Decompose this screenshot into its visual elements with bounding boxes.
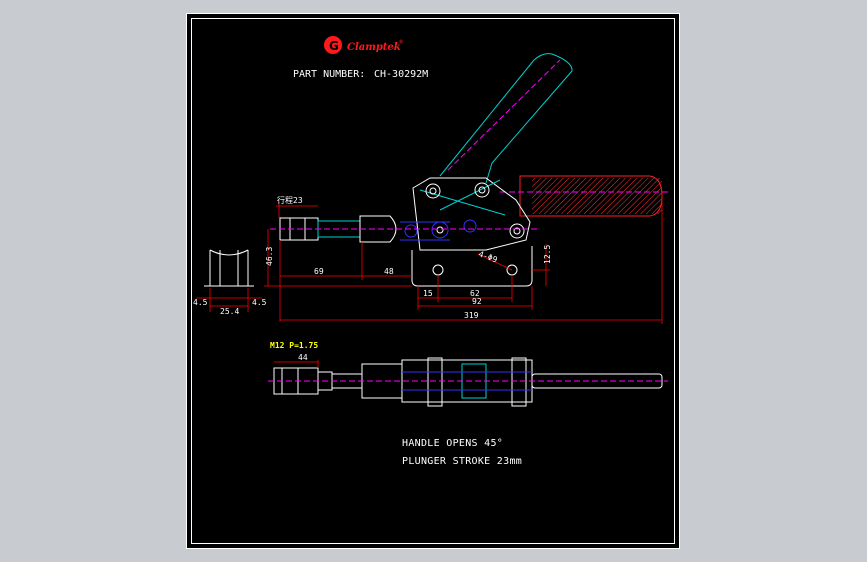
dim-thread: M12 P=1.75 bbox=[270, 341, 318, 350]
part-number-label: PART NUMBER: bbox=[293, 69, 365, 80]
logo-mark-icon bbox=[324, 36, 342, 54]
top-view bbox=[268, 357, 668, 407]
logo-name: Clamptek bbox=[347, 42, 401, 53]
base-detail bbox=[196, 249, 262, 312]
side-view bbox=[270, 53, 670, 287]
part-number-value: CH-30292M bbox=[374, 69, 428, 80]
dim-69: 69 bbox=[314, 267, 324, 276]
note-plunger-stroke: PLUNGER STROKE 23mm bbox=[402, 456, 523, 467]
mount-hole bbox=[432, 264, 444, 276]
note-handle-opens: HANDLE OPENS 45° bbox=[402, 438, 504, 449]
plunger-guide bbox=[359, 215, 397, 243]
dim-12-5: 12.5 bbox=[543, 245, 552, 264]
dim-25-4: 25.4 bbox=[220, 307, 239, 316]
linkage-body bbox=[412, 177, 531, 251]
dim-319: 319 bbox=[464, 311, 479, 320]
dim-stroke: 行程23 bbox=[277, 195, 303, 205]
pivot-pin bbox=[425, 183, 441, 199]
dim-48: 48 bbox=[384, 267, 394, 276]
side-dimensions bbox=[264, 192, 663, 324]
handle-open-outline bbox=[439, 53, 573, 184]
dim-62: 62 bbox=[470, 289, 480, 298]
base-plate bbox=[411, 246, 533, 287]
dim-92: 92 bbox=[472, 297, 482, 306]
logo: G Clamptek ® bbox=[324, 36, 404, 54]
dim-holes: 4-Φ9 bbox=[477, 249, 498, 264]
dim-15: 15 bbox=[423, 289, 433, 298]
logo-mark: G bbox=[329, 39, 339, 53]
dim-4-5-right: 4.5 bbox=[252, 298, 267, 307]
drawing-border bbox=[191, 18, 675, 544]
handle-centerline bbox=[447, 59, 561, 171]
dim-4-5-left: 4.5 bbox=[193, 298, 208, 307]
dim-height: 46.3 bbox=[265, 247, 274, 266]
logo-trademark: ® bbox=[398, 39, 404, 46]
dim-44: 44 bbox=[298, 353, 308, 362]
